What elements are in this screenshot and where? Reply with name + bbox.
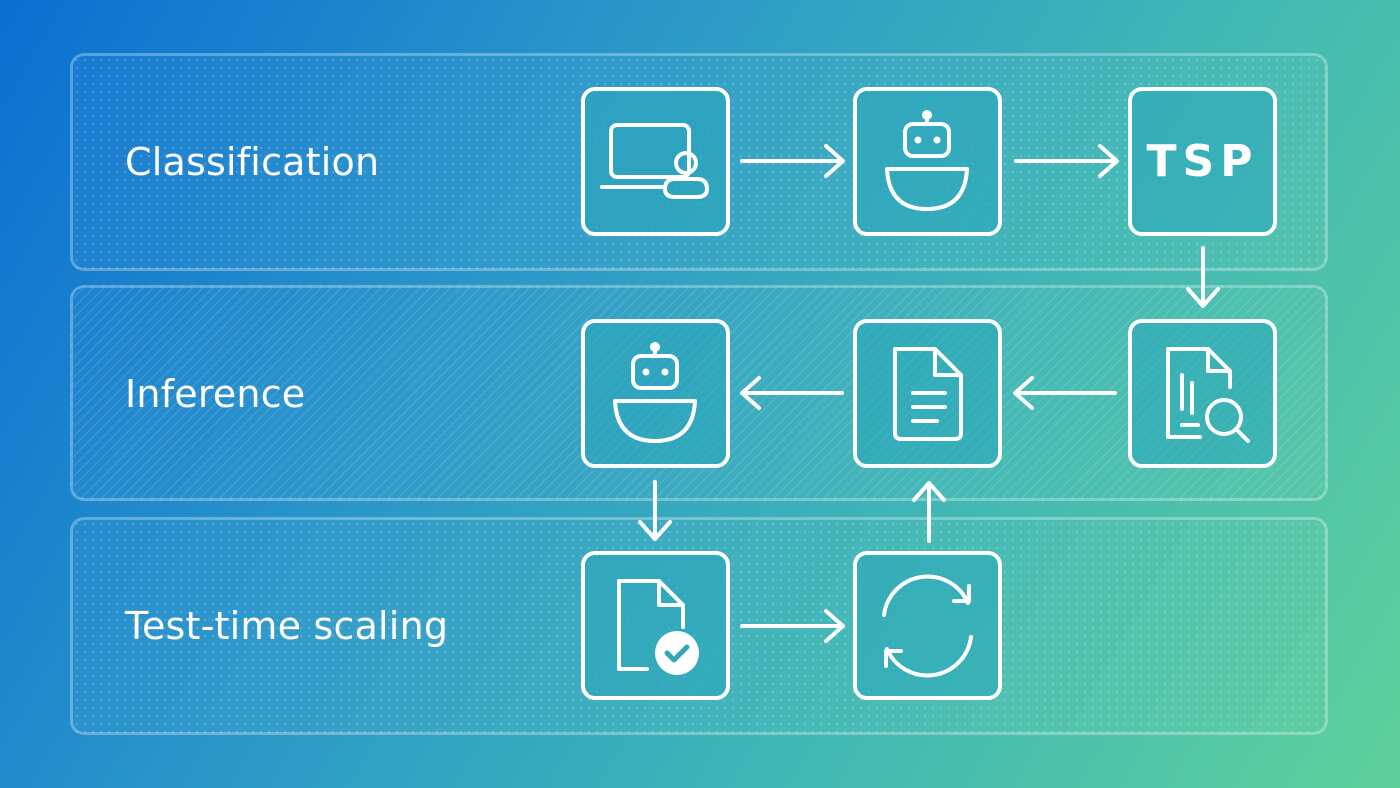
robot-icon xyxy=(885,110,969,211)
laptop-user-icon xyxy=(600,123,709,199)
refresh-node xyxy=(853,551,1002,700)
tsp-label: TSP xyxy=(1146,136,1259,187)
inference-label: Inference xyxy=(125,372,306,416)
robot-node-inference xyxy=(581,319,730,468)
test-time-scaling-label: Test-time scaling xyxy=(125,604,449,648)
document-check-icon xyxy=(617,579,699,675)
robot-icon xyxy=(613,342,697,443)
document-node xyxy=(853,319,1002,468)
refresh-icon xyxy=(882,574,973,678)
tsp-node: TSP xyxy=(1128,87,1277,236)
laptop-user-node xyxy=(581,87,730,236)
document-search-icon xyxy=(1166,347,1250,443)
robot-node-classification xyxy=(853,87,1002,236)
document-search-node xyxy=(1128,319,1277,468)
classification-label: Classification xyxy=(125,140,380,184)
document-icon xyxy=(893,347,963,441)
document-check-node xyxy=(581,551,730,700)
